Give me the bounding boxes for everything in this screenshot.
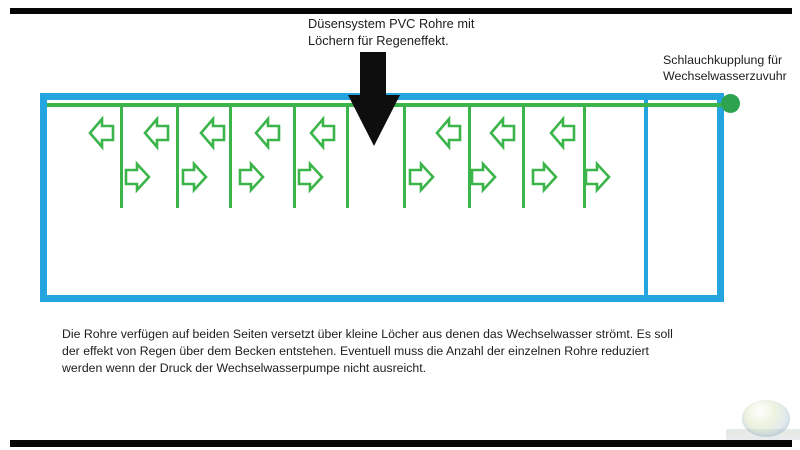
pipe-line — [582, 106, 586, 208]
description-text: Die Rohre verfügen auf beiden Seiten ver… — [62, 327, 673, 375]
spray-arrow-right-icon — [470, 160, 497, 194]
spray-arrow-left-icon — [143, 115, 170, 151]
spray-arrow-left-icon — [435, 115, 462, 151]
hose-coupling-icon — [721, 94, 740, 113]
pipe-line — [292, 106, 296, 208]
spray-arrow-left-icon — [254, 115, 281, 151]
tank-divider-line — [644, 100, 648, 295]
pipe-line — [119, 106, 123, 208]
spray-arrow-left-icon — [199, 115, 226, 151]
spray-arrow-right-icon — [238, 160, 265, 194]
spray-arrow-right-icon — [124, 160, 151, 194]
top-letterbox-bar — [10, 8, 792, 14]
pipe-line — [521, 106, 525, 208]
pipe-line — [228, 106, 232, 208]
spray-arrow-right-icon — [408, 160, 435, 194]
spray-arrow-left-icon — [88, 115, 115, 151]
diagram-title: Düsensystem PVC Rohre mit Löchern für Re… — [308, 16, 475, 48]
pipe-line — [345, 106, 349, 208]
spray-arrow-left-icon — [309, 115, 336, 151]
pipe-line — [402, 106, 406, 208]
pipe-line — [467, 106, 471, 208]
spray-arrow-right-icon — [584, 160, 611, 194]
pipe-line — [175, 106, 179, 208]
bottom-letterbox-bar — [10, 440, 792, 447]
spray-arrow-left-icon — [549, 115, 576, 151]
water-supply-line — [47, 103, 729, 107]
spray-arrow-left-icon — [489, 115, 516, 151]
spray-arrow-right-icon — [531, 160, 558, 194]
spray-arrow-right-icon — [297, 160, 324, 194]
coupling-label: Schlauchkupplung für Wechselwasserzuvuhr — [663, 53, 787, 83]
spray-arrow-right-icon — [181, 160, 208, 194]
watermark-sphere-logo — [742, 400, 790, 437]
